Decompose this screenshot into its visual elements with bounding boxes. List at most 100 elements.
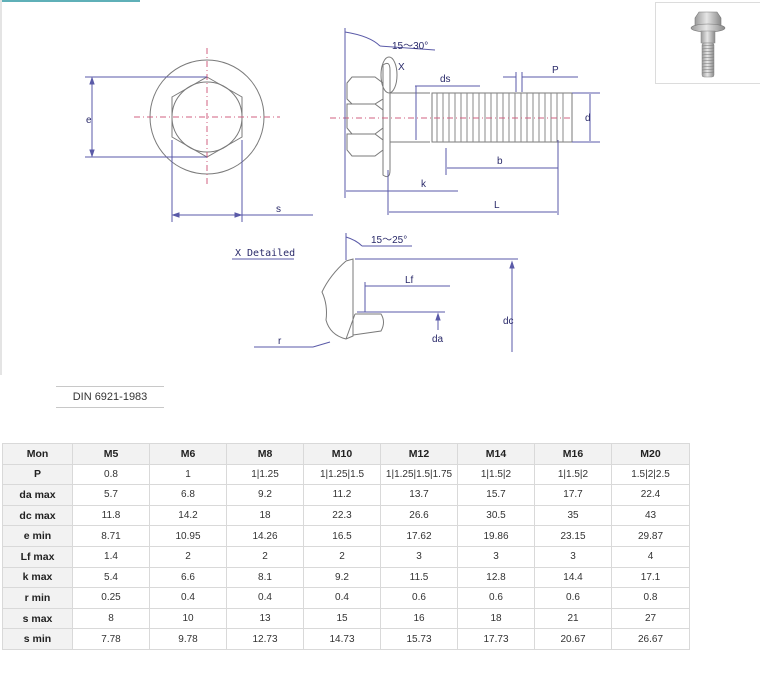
label-da: da: [432, 334, 444, 345]
table-cell: 0.4: [226, 587, 304, 609]
header-cell: M14: [457, 443, 535, 465]
flange-bolt-icon: [690, 11, 726, 78]
table-cell: 13: [226, 607, 304, 630]
table-cell: 1|1.25|1.5|1.75: [380, 463, 458, 486]
table-cell: 11.8: [72, 504, 150, 527]
table-cell: 2: [303, 545, 381, 568]
table-cell: 0.4: [303, 587, 381, 609]
product-thumbnail: [655, 2, 760, 84]
table-cell: 30.5: [457, 504, 535, 527]
table-cell: 2: [149, 545, 227, 568]
table-cell: 21: [534, 607, 612, 630]
table-cell: 14.26: [226, 525, 304, 547]
table-cell: 0.6: [380, 587, 458, 609]
header-cell: M10: [303, 443, 381, 465]
row-label: e min: [2, 525, 73, 547]
table-cell: 17.1: [611, 566, 690, 589]
label-e: e: [86, 115, 92, 126]
table-cell: 0.25: [72, 587, 150, 609]
table-cell: 0.6: [457, 587, 535, 609]
row-label: r min: [2, 587, 73, 609]
table-cell: 16.5: [303, 525, 381, 547]
table-cell: 0.6: [534, 587, 612, 609]
table-cell: 6.6: [149, 566, 227, 589]
table-cell: 17.7: [534, 484, 612, 506]
table-cell: 22.4: [611, 484, 690, 506]
table-cell: 14.2: [149, 504, 227, 527]
table-cell: 0.4: [149, 587, 227, 609]
table-cell: 29.87: [611, 525, 690, 547]
table-cell: 17.73: [457, 628, 535, 650]
table-cell: 9.2: [303, 566, 381, 589]
table-cell: 0.8: [72, 463, 150, 486]
table-cell: 1|1.25: [226, 463, 304, 486]
table-cell: 15.73: [380, 628, 458, 650]
table-cell: 17.62: [380, 525, 458, 547]
label-dc: dc: [503, 316, 514, 327]
row-label: Lf max: [2, 545, 73, 568]
table-cell: 13.7: [380, 484, 458, 506]
table-cell: 11.2: [303, 484, 381, 506]
table-cell: 18: [226, 504, 304, 527]
table-cell: 15.7: [457, 484, 535, 506]
table-cell: 4: [611, 545, 690, 568]
table-cell: 1: [149, 463, 227, 486]
header-cell: M6: [149, 443, 227, 465]
table-cell: 12.8: [457, 566, 535, 589]
table-cell: 16: [380, 607, 458, 630]
label-s: s: [276, 204, 281, 215]
table-cell: 22.3: [303, 504, 381, 527]
table-cell: 10.95: [149, 525, 227, 547]
row-label: dc max: [2, 504, 73, 527]
table-cell: 6.8: [149, 484, 227, 506]
label-r: r: [278, 336, 282, 347]
table-cell: 14.73: [303, 628, 381, 650]
table-cell: 5.4: [72, 566, 150, 589]
label-b: b: [497, 156, 503, 167]
label-detail-title: X Detailed: [235, 248, 295, 259]
header-cell: M8: [226, 443, 304, 465]
table-cell: 1|1.5|2: [534, 463, 612, 486]
table-cell: 8: [72, 607, 150, 630]
table-cell: 9.78: [149, 628, 227, 650]
detail-view: [232, 233, 518, 352]
table-cell: 1.5|2|2.5: [611, 463, 690, 486]
table-cell: 43: [611, 504, 690, 527]
header-cell: Mon: [2, 443, 73, 465]
table-cell: 8.1: [226, 566, 304, 589]
front-view: [85, 48, 313, 222]
label-d: d: [585, 113, 591, 124]
table-cell: 1|1.25|1.5: [303, 463, 381, 486]
side-view: [330, 28, 600, 215]
table-cell: 1.4: [72, 545, 150, 568]
label-l: L: [494, 200, 500, 211]
table-cell: 11.5: [380, 566, 458, 589]
table-cell: 3: [457, 545, 535, 568]
label-ds: ds: [440, 74, 451, 85]
table-cell: 18: [457, 607, 535, 630]
label-x-marker: X: [398, 62, 405, 73]
table-cell: 12.73: [226, 628, 304, 650]
row-label: P: [2, 463, 73, 486]
table-cell: 5.7: [72, 484, 150, 506]
header-cell: M16: [534, 443, 612, 465]
header-cell: M5: [72, 443, 150, 465]
label-angle-15-30: 15～30°: [392, 41, 428, 52]
row-label: k max: [2, 566, 73, 589]
standard-caption: DIN 6921-1983: [56, 386, 164, 408]
table-header-row: Mon M5 M6 M8 M10 M12 M14 M16 M20: [2, 443, 690, 465]
left-border: [0, 0, 2, 375]
row-label: s max: [2, 607, 73, 630]
table-cell: 26.6: [380, 504, 458, 527]
table-cell: 26.67: [611, 628, 690, 650]
table-cell: 19.86: [457, 525, 535, 547]
table-cell: 3: [380, 545, 458, 568]
table-cell: 20.67: [534, 628, 612, 650]
